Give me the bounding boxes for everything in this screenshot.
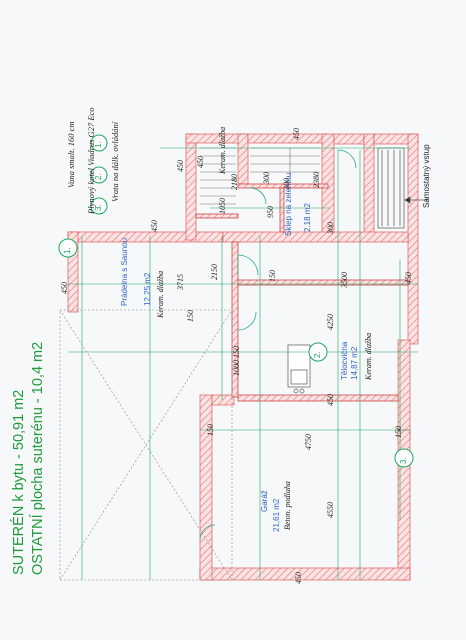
legend-num-1: 1. bbox=[94, 141, 103, 148]
dim-1000-150: 1000 150 bbox=[232, 346, 241, 376]
title-main: SUTERÉN k bytu - 50,91 m2 bbox=[11, 389, 27, 575]
dim-3715: 3715 bbox=[176, 274, 185, 290]
dim-2150: 2150 bbox=[210, 264, 219, 280]
room-pradelna-name: Prádelna s Saunou bbox=[120, 237, 129, 306]
title-block: SUTERÉN k bytu - 50,91 m2 OSTATNÍ plocha… bbox=[10, 342, 48, 575]
stairs-floor: Keram. dlažba bbox=[218, 126, 227, 174]
dim-150d: 150 bbox=[394, 426, 403, 438]
gas-boiler bbox=[287, 344, 311, 394]
doors bbox=[199, 149, 357, 541]
marker-circles bbox=[58, 238, 414, 468]
dim-3500: 3500 bbox=[340, 272, 349, 288]
dim-1050: 1050 bbox=[218, 198, 227, 214]
room-sklep-area: 2,18 m2 bbox=[303, 203, 312, 232]
dim-2380: 2380 bbox=[312, 172, 321, 188]
room-telocvicna-floor: Keram. dlažba bbox=[364, 332, 373, 380]
legend-text-1: Vana smalt. 160 cm bbox=[66, 121, 76, 188]
dim-300a: 300 bbox=[262, 172, 271, 184]
marker-3: 3. bbox=[399, 457, 408, 464]
interior-walls bbox=[195, 183, 409, 402]
legend-circles bbox=[90, 134, 108, 215]
room-telocvicna-name: Tělocvična bbox=[340, 341, 349, 380]
room-garaz-area: 21,61 m2 bbox=[272, 498, 281, 532]
garage-outline-dashed bbox=[59, 309, 233, 581]
marker-1: 1. bbox=[63, 247, 72, 254]
dim-150c: 150 bbox=[206, 424, 215, 436]
dim-4550: 4550 bbox=[326, 502, 335, 518]
title-secondary: OSTATNÍ plocha suterénu - 10,4 m2 bbox=[30, 341, 46, 575]
room-garaz-name: Garáž bbox=[260, 490, 269, 512]
dim-4750: 4750 bbox=[304, 434, 313, 450]
room-garaz-floor: Beton. podlaha bbox=[283, 481, 292, 530]
entrance-label: Samostatný vstup bbox=[422, 144, 431, 208]
dim-4250: 4250 bbox=[326, 314, 335, 330]
dim-450f: 450 bbox=[294, 572, 303, 584]
dim-450c: 450 bbox=[150, 220, 159, 232]
legend-text-3: Vrata na dálk. ovládání bbox=[110, 121, 120, 202]
dim-950: 950 bbox=[266, 206, 275, 218]
dim-300b: 300 bbox=[282, 178, 291, 190]
legend-num-3: 3. bbox=[94, 204, 103, 211]
entrance-stairs bbox=[377, 147, 428, 229]
dim-150a: 150 bbox=[268, 270, 277, 282]
legend-text-2: Plynový kotel Viadrus G27 Eco bbox=[86, 107, 96, 214]
dim-450d: 450 bbox=[404, 272, 413, 284]
dim-450b: 450 bbox=[292, 128, 301, 140]
dim-450g: 450 bbox=[60, 282, 69, 294]
dimension-lines bbox=[68, 147, 418, 580]
room-pradelna-area: 12,25 m2 bbox=[143, 272, 152, 306]
dim-450a: 450 bbox=[196, 156, 205, 168]
dim-450h: 450 bbox=[176, 160, 185, 172]
legend-num-2: 2. bbox=[94, 173, 103, 180]
room-pradelna-floor: Keram. dlažba bbox=[156, 270, 165, 318]
dim-450e: 450 bbox=[326, 394, 335, 406]
marker-2: 2. bbox=[313, 351, 322, 358]
dim-2180: 2180 bbox=[230, 174, 239, 190]
dim-300c: 300 bbox=[326, 222, 335, 234]
dim-150b: 150 bbox=[186, 310, 195, 322]
room-telocvicna-area: 14,87 m2 bbox=[350, 346, 359, 380]
